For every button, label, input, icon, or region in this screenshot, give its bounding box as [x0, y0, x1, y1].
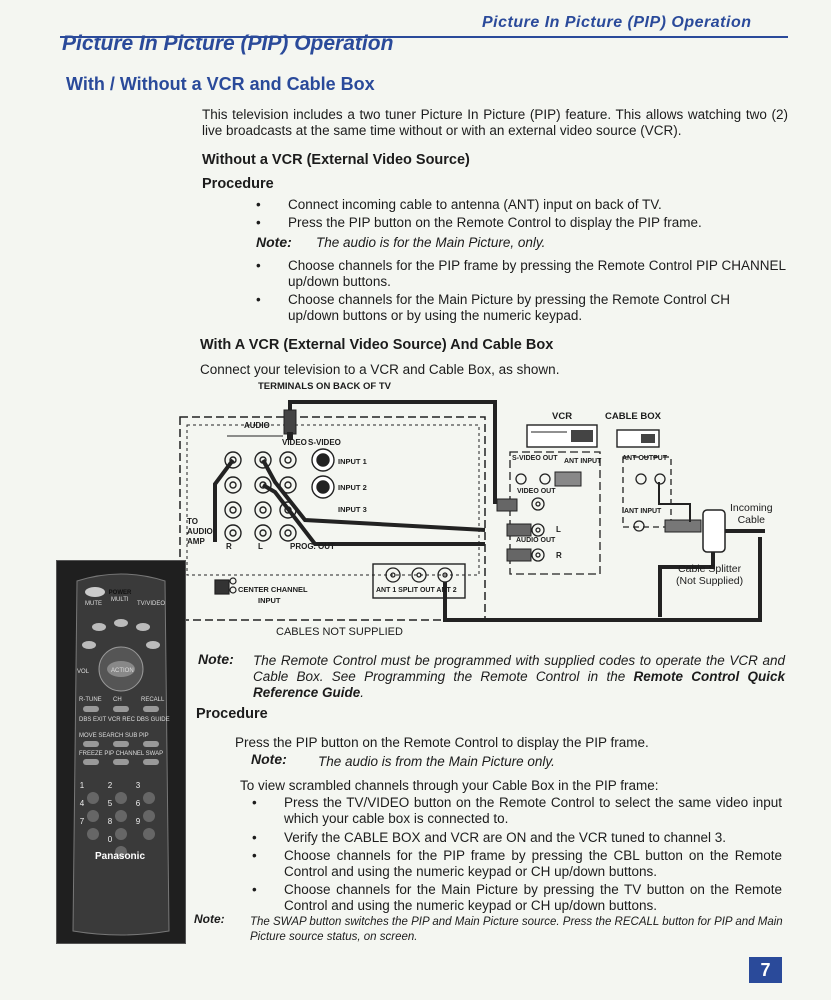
- diagram-input3: INPUT 3: [338, 505, 367, 514]
- remote-key-0: 0: [107, 835, 113, 844]
- diagram-input1: INPUT 1: [338, 457, 367, 466]
- note2-text: The SWAP button switches the PIP and Mai…: [250, 916, 783, 943]
- diagram-video-out: VIDEO OUT: [517, 488, 556, 495]
- remote-key-1: 1: [79, 781, 85, 790]
- tv-cables: [213, 400, 497, 546]
- page-title: Picture In Picture (PIP) Operation: [62, 32, 394, 55]
- bullet-dot: •: [256, 197, 261, 212]
- s-video-jacks: [311, 448, 335, 499]
- procedure2-note-text: The audio is from the Main Picture only.: [318, 754, 555, 769]
- ant-terminal-box: [372, 563, 466, 599]
- cable-splitter: [702, 509, 726, 553]
- diagram-vcr: VCR: [552, 411, 573, 422]
- with-vcr-heading: With A VCR (External Video Source) And C…: [200, 337, 554, 353]
- diagram-center-channel: CENTER CHANNEL: [238, 585, 308, 594]
- diagram-ant-label: ANT 1 SPLIT OUT ANT 2: [376, 587, 457, 594]
- bullet-dot: •: [252, 830, 257, 845]
- diagram-audio: AUDIO: [244, 421, 270, 430]
- remote-key-3: 3: [135, 781, 141, 790]
- remote-rtune-label: R-TUNE: [79, 697, 102, 703]
- diagram-cable-box: CABLE BOX: [605, 411, 661, 422]
- diagram-ant-output: ANT OUTPUT: [622, 455, 668, 462]
- diagram-svideo: S-VIDEO: [308, 438, 341, 447]
- remote-ch-label: CH: [113, 697, 122, 703]
- remote-brand: Panasonic: [94, 851, 146, 862]
- bullet-dot: •: [256, 215, 261, 230]
- remote-power-button: POWER: [108, 590, 132, 596]
- without-vcr-heading: Without a VCR (External Video Source): [202, 152, 470, 168]
- remote-vol-label: VOL: [77, 669, 90, 675]
- section-title: With / Without a VCR and Cable Box: [66, 74, 375, 94]
- diagram-r: R: [226, 542, 232, 551]
- diagram-l: L: [258, 542, 263, 551]
- diagram-vcr-ant-input: ANT INPUT: [564, 458, 602, 465]
- header-rule: [60, 36, 788, 38]
- bullet-press-pip: • Press the PIP button on the Remote Con…: [256, 215, 702, 230]
- note-label: Note:: [256, 234, 292, 250]
- remote-dbs-exit-label: DBS EXIT VCR REC DBS GUIDE: [79, 717, 170, 723]
- remote-key-6: 6: [135, 799, 141, 808]
- bullet-main-channel: • Choose channels for the Main Picture b…: [256, 292, 730, 323]
- running-header: Picture In Picture (PIP) Operation: [482, 14, 752, 31]
- remote-key-2: 2: [107, 781, 113, 790]
- connection-diagram: [179, 400, 765, 622]
- diagram-s-video-out: S-VIDEO OUT: [512, 455, 558, 462]
- note1-text: The Remote Control must be programmed wi…: [253, 653, 785, 700]
- bullet-verify: • Verify the CABLE BOX and VCR are ON an…: [252, 830, 726, 845]
- remote-freeze-label: FREEZE PIP CHANNEL SWAP: [79, 751, 163, 757]
- center-channel-jacks: [214, 577, 237, 595]
- remote-key-9: 9: [135, 817, 141, 826]
- connect-text: Connect your television to a VCR and Cab…: [200, 362, 560, 377]
- note2-label: Note:: [194, 912, 225, 926]
- remote-tvvideo-label: TV/VIDEO: [137, 601, 165, 607]
- remote-key-7: 7: [79, 817, 85, 826]
- bullet-tv-main: • Choose channels for the Main Picture b…: [252, 882, 782, 913]
- vcr-area: [509, 451, 601, 575]
- bullet-dot: •: [256, 258, 261, 273]
- procedure2-note-label: Note:: [251, 751, 287, 767]
- remote-recall-label: RECALL: [141, 697, 165, 703]
- diagram-prog-out: PROG. OUT: [290, 542, 335, 551]
- tv-terminal-panel: [179, 416, 486, 621]
- bullet-dot: •: [252, 882, 257, 897]
- remote-multi-label: MULTI: [111, 597, 129, 603]
- diagram-audio-out: AUDIO OUT: [516, 537, 556, 544]
- remote-mute-label: MUTE: [85, 601, 102, 607]
- bullet-dot: •: [252, 795, 257, 810]
- procedure2-scrambled: To view scrambled channels through your …: [240, 778, 659, 793]
- procedure2-press-pip: Press the PIP button on the Remote Contr…: [235, 735, 649, 750]
- diagram-video: VIDEO: [282, 438, 307, 447]
- bullet-connect-cable: • Connect incoming cable to antenna (ANT…: [256, 197, 662, 212]
- bullet-pip-channel: • Choose channels for the PIP frame by p…: [256, 258, 786, 289]
- bullet-dot: •: [256, 292, 261, 307]
- bullet-cbl: • Choose channels for the PIP frame by p…: [252, 848, 782, 879]
- diagram-vcr-l: L: [556, 525, 561, 534]
- note1-label: Note:: [198, 651, 234, 667]
- remote-panel: MUTE MULTI TV/VIDEO ACTION VOL CH R-TUNE…: [56, 560, 186, 944]
- diagram-cable-box-ant-input: ANT INPUT: [624, 508, 662, 515]
- terminals-label: TERMINALS ON BACK OF TV: [258, 381, 391, 392]
- remote-key-5: 5: [107, 799, 113, 808]
- diagram-cables-not-supplied: CABLES NOT SUPPLIED: [276, 626, 403, 638]
- diagram-center-input: INPUT: [258, 596, 281, 605]
- note-audio-main: The audio is for the Main Picture, only.: [316, 235, 546, 250]
- procedure-heading: Procedure: [202, 176, 274, 192]
- diagram-incoming-cable: Incoming Cable: [730, 502, 773, 526]
- page-number: 7: [749, 957, 782, 983]
- remote-move-label: MOVE SEARCH SUB PIP: [79, 733, 149, 739]
- bullet-dot: •: [252, 848, 257, 863]
- tv-inner-panel: [186, 424, 480, 576]
- diagram-vcr-r: R: [556, 551, 562, 560]
- diagram-input2: INPUT 2: [338, 483, 367, 492]
- remote-key-8: 8: [107, 817, 113, 826]
- procedure2-heading: Procedure: [196, 706, 268, 722]
- audio-jacks: [224, 451, 297, 542]
- intro-paragraph: This television includes a two tuner Pic…: [202, 107, 788, 138]
- diagram-to-audio-amp: TO AUDIO AMP: [187, 517, 213, 546]
- bullet-tv-video: • Press the TV/VIDEO button on the Remot…: [252, 795, 782, 826]
- remote-control-image: MUTE MULTI TV/VIDEO ACTION VOL CH R-TUNE…: [72, 573, 170, 936]
- remote-action-label: ACTION: [111, 668, 134, 674]
- remote-key-4: 4: [79, 799, 85, 808]
- diagram-cable-splitter: Cable Splitter (Not Supplied): [676, 563, 744, 587]
